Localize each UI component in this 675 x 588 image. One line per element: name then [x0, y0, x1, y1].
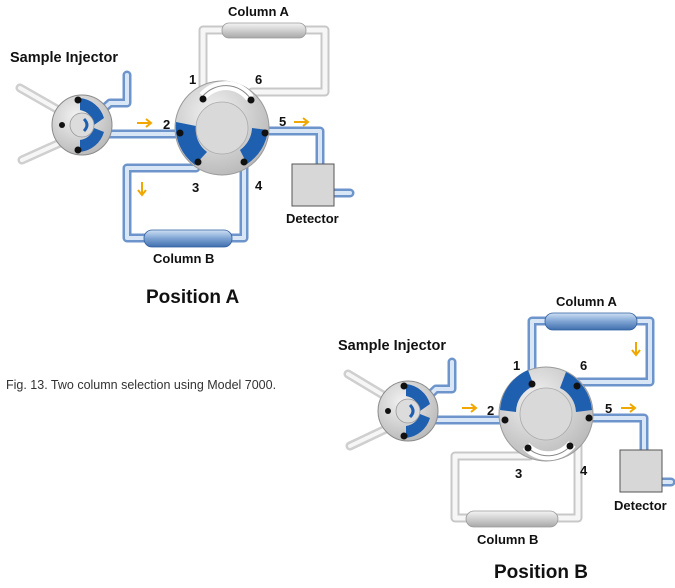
port-label-4: 4	[255, 178, 263, 193]
port-label-3: 3	[515, 466, 522, 481]
detector-box	[619, 449, 663, 493]
column-a-body	[544, 312, 638, 331]
diagram-position-a: Sample Injector Column A Column B Detect…	[10, 4, 355, 266]
sample-injector-valve	[343, 369, 439, 451]
detector-label: Detector	[286, 211, 339, 226]
column-b-body	[143, 229, 233, 248]
port-label-2: 2	[487, 403, 494, 418]
detector-label: Detector	[614, 498, 667, 513]
position-b-title: Position B	[494, 562, 588, 583]
port-label-6: 6	[255, 72, 262, 87]
sample-injector-valve	[15, 83, 113, 165]
port-label-1: 1	[513, 358, 520, 373]
flow-arrow	[462, 342, 641, 413]
column-a-label: Column A	[228, 4, 290, 19]
sample-injector-label: Sample Injector	[338, 338, 446, 354]
diagram-position-b: Sample Injector Column A Column B Detect…	[338, 294, 675, 547]
port-label-6: 6	[580, 358, 587, 373]
switching-valve-a	[174, 80, 270, 176]
port-label-4: 4	[580, 463, 588, 478]
sample-injector-label: Sample Injector	[10, 50, 118, 66]
port-label-5: 5	[605, 401, 612, 416]
column-b-label: Column B	[477, 532, 538, 547]
active-flow-path	[84, 70, 355, 243]
port-label-1: 1	[189, 72, 196, 87]
figure-caption: Fig. 13. Two column selection using Mode…	[6, 378, 277, 392]
flow-arrow	[137, 117, 310, 197]
position-a-title: Position A	[146, 287, 240, 308]
column-b-body	[465, 510, 559, 528]
port-label-5: 5	[279, 114, 286, 129]
detector-box	[291, 163, 335, 207]
port-label-2: 2	[163, 117, 170, 132]
column-a-body	[221, 22, 307, 39]
switching-valve-b	[498, 366, 594, 462]
port-label-3: 3	[192, 180, 199, 195]
column-a-label: Column A	[556, 294, 618, 309]
column-b-label: Column B	[153, 251, 214, 266]
